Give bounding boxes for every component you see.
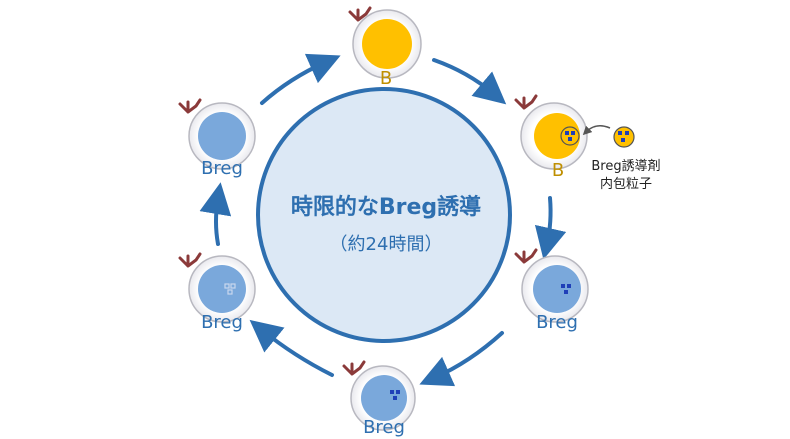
particle-cargo-icon — [390, 390, 400, 400]
particle-label-line2: 内包粒子 — [600, 176, 652, 192]
receptor-icon — [178, 98, 202, 114]
uptake-arrow-icon — [582, 125, 611, 136]
arrow-left-to-top — [260, 53, 341, 105]
arrow-right-down — [534, 196, 567, 260]
arrow-bottom-to-left — [249, 319, 334, 377]
receptor-icon — [514, 248, 538, 264]
center-title: 時限的なBreg誘導 — [291, 194, 481, 220]
receptor-icon — [348, 6, 372, 22]
particle-label-line1: Breg誘導剤 — [591, 158, 660, 174]
receptor-icon — [178, 252, 202, 268]
cell-breg-right: Breg — [514, 248, 589, 333]
center-circle: 時限的なBreg誘導 （約24時間） — [256, 87, 512, 343]
cell-label: Breg — [201, 158, 243, 179]
cell-label: B — [380, 68, 392, 89]
particle-icon — [613, 126, 635, 148]
breg-inducer-particle: Breg誘導剤 内包粒子 — [582, 125, 661, 192]
cell-label: Breg — [363, 417, 405, 438]
arrow-top-to-right — [432, 58, 507, 105]
cell-breg-left-lower: Breg — [178, 252, 256, 333]
particle-cargo-icon — [561, 284, 571, 294]
arrow-right-to-bottom — [419, 331, 504, 387]
cycle-arrows — [199, 53, 567, 387]
cell-breg-bottom: Breg — [342, 360, 416, 438]
receptor-icon — [342, 360, 366, 376]
center-subtitle: （約24時間） — [330, 234, 443, 255]
internalized-particle-icon — [560, 126, 580, 146]
cell-label: B — [552, 160, 564, 181]
particle-cargo-icon — [224, 283, 236, 295]
cell-label: Breg — [536, 312, 578, 333]
cell-breg-left-upper: Breg — [178, 98, 256, 179]
cell-b-right: B — [514, 94, 588, 181]
arrow-left-up — [199, 182, 232, 246]
receptor-icon — [514, 94, 538, 110]
cell-b-top: B — [348, 6, 422, 89]
cell-label: Breg — [201, 312, 243, 333]
